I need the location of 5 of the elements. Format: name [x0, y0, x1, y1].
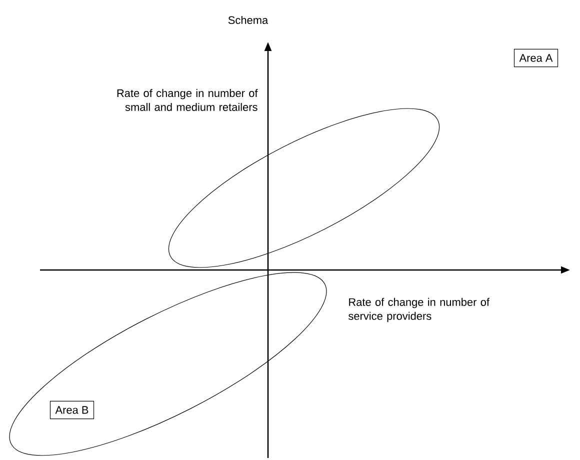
axis-label: Rate of change in number of service providers	[348, 298, 490, 322]
area-box: Area B	[50, 400, 94, 420]
axis-title: Schema	[228, 16, 268, 24]
area-box: Area A	[514, 48, 558, 68]
axis-label: Rate of change in number of small and medium retailers	[117, 89, 258, 111]
